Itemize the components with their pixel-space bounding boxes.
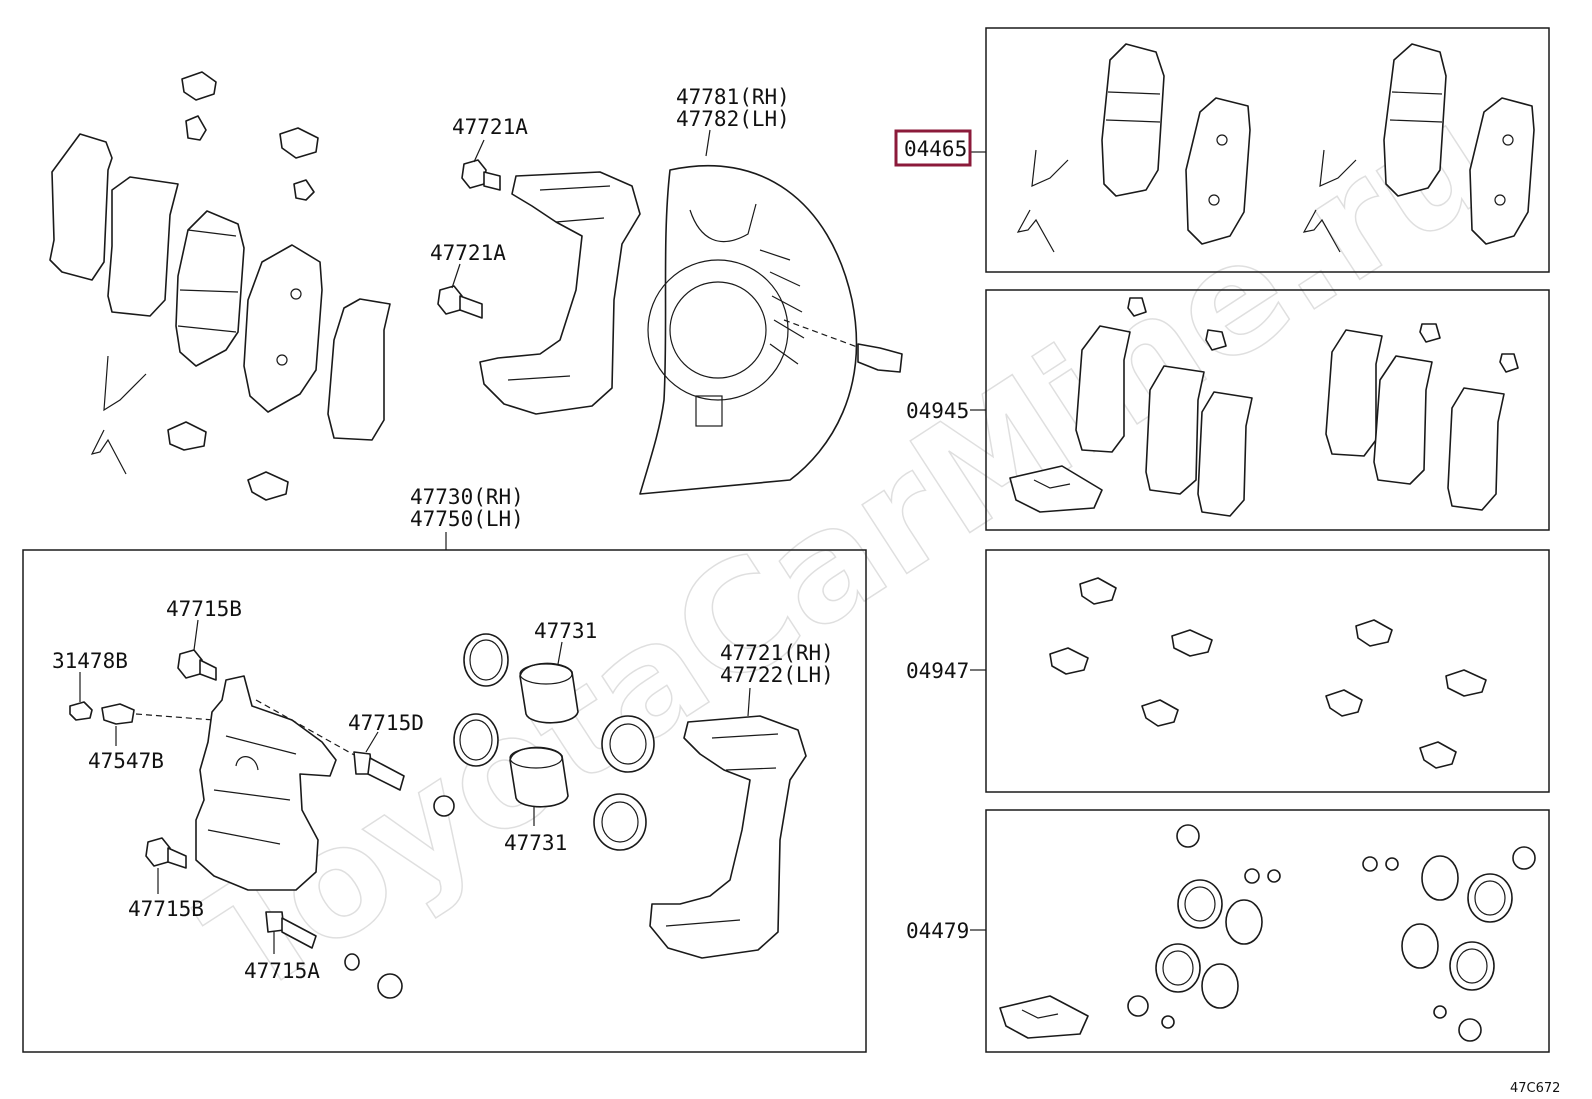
- pad-clip-small: [185, 115, 207, 141]
- disc-brake-dust-shield: 47781(RH) 47782(LH): [639, 85, 903, 495]
- pad-shim-inner: [107, 176, 179, 317]
- bolt-47721a-mid: 47721A: [430, 241, 506, 319]
- part-label-47781: 47781(RH): [676, 85, 790, 109]
- slide-pin-47715a: 47715A: [244, 911, 320, 983]
- part-label-47730: 47730(RH): [410, 485, 524, 509]
- pad-shim-outer: [49, 133, 113, 281]
- part-label-47721a: 47721A: [452, 115, 528, 139]
- caliper-assembly-frame: [22, 549, 867, 1053]
- pad-clip-small: [293, 179, 315, 201]
- part-label-47750: 47750(LH): [410, 507, 524, 531]
- brake-caliper-body: [195, 675, 337, 891]
- kit-box-04479: 04479: [906, 809, 1550, 1053]
- piston-seals: [453, 633, 509, 767]
- pin-boot-small: [344, 953, 360, 971]
- part-label-47715b: 47715B: [166, 597, 242, 621]
- bleeder-cap-31478b: 31478B: [52, 649, 128, 721]
- piston-47731-bottom: 47731: [504, 746, 569, 855]
- part-label-47715d: 47715D: [348, 711, 424, 735]
- shield-bolt: [857, 343, 903, 373]
- slide-pin-47715d: 47715D: [348, 711, 424, 791]
- watermark-text: ToyotaCarMine.ru: [175, 72, 1521, 1030]
- part-label-47731: 47731: [534, 619, 597, 643]
- kit-code-04947[interactable]: 04947: [906, 659, 969, 683]
- kit-box-04947: 04947: [906, 549, 1550, 793]
- part-label-47715a: 47715A: [244, 959, 320, 983]
- caliper-bracket-47721: 47721(RH) 47722(LH): [649, 641, 834, 959]
- pad-clip: [181, 71, 217, 101]
- bolt-47721a-top: 47721A: [452, 115, 528, 191]
- bleeder-plug-47547b: 47547B: [88, 703, 215, 773]
- part-label-31478b: 31478B: [52, 649, 128, 673]
- kit-box-04465: 04465: [894, 27, 1550, 273]
- kit-box-04945: 04945: [906, 289, 1550, 531]
- part-label-47547b: 47547B: [88, 749, 164, 773]
- pad-clip: [279, 127, 319, 159]
- piston-dust-boots: [593, 715, 655, 851]
- wear-indicator-spring: [90, 429, 127, 475]
- brake-pad-inner: [243, 244, 323, 413]
- pin-boot: [377, 973, 403, 999]
- kit-code-04945[interactable]: 04945: [906, 399, 969, 423]
- bolt-47715b-top: 47715B: [166, 597, 242, 681]
- pad-clip: [167, 421, 207, 451]
- brake-pad-outer: [175, 210, 245, 367]
- part-label-47715b: 47715B: [128, 897, 204, 921]
- kit-code-highlight: [894, 129, 972, 167]
- caliper-mounting-bracket: [479, 171, 641, 415]
- bolt-47715b-bottom: 47715B: [128, 837, 204, 921]
- piston-47731-top: 47731: [519, 619, 597, 724]
- kit-code-04465[interactable]: 04465: [904, 137, 967, 161]
- part-label-47721a: 47721A: [430, 241, 506, 265]
- part-label-47782: 47782(LH): [676, 107, 790, 131]
- pad-clip: [247, 471, 289, 501]
- kit-code-04479[interactable]: 04479: [906, 919, 969, 943]
- pin-dust-boot: [433, 795, 455, 817]
- part-label-47721: 47721(RH): [720, 641, 834, 665]
- diagram-reference-code: 47C672: [1510, 1081, 1560, 1096]
- part-label-47722: 47722(LH): [720, 663, 834, 687]
- wear-indicator-spring: [103, 355, 147, 412]
- pad-shim-rear: [327, 298, 391, 441]
- brake-pads-group: [49, 71, 391, 501]
- part-label-47731: 47731: [504, 831, 567, 855]
